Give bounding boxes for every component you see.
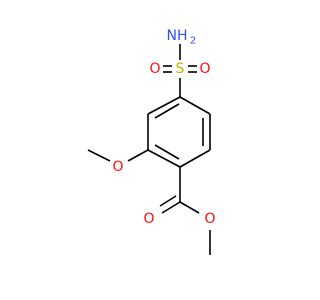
structural-formula: NH 2 S O O O O O bbox=[87, 28, 216, 255]
atom-methoxy-oxygen: O bbox=[112, 159, 123, 175]
ring-bond-c6-c1 bbox=[147, 96, 181, 115]
ring-double-bond-c6-c1 bbox=[154, 103, 180, 119]
ring-bond-c4-c5 bbox=[147, 149, 181, 168]
atom-amine-nitrogen: NH bbox=[167, 28, 188, 44]
atom-sulfonyl-oxygen-right: O bbox=[199, 61, 210, 77]
methoxy-group: O bbox=[87, 149, 149, 175]
ring-bond-c3-c4 bbox=[179, 149, 211, 168]
sulfonamide-group: NH 2 S O O bbox=[149, 28, 211, 97]
bond-o-methoxy-ch3 bbox=[87, 149, 111, 162]
bond-c5-o-methoxy bbox=[127, 149, 149, 162]
bond-carbonyl-c-o-double-2 bbox=[159, 195, 177, 207]
benzene-ring bbox=[147, 96, 211, 168]
bond-carbonyl-c-o-double-1 bbox=[161, 201, 181, 214]
atom-sulfonyl-oxygen-left: O bbox=[149, 61, 160, 77]
atom-amine-h-count: 2 bbox=[190, 36, 196, 47]
atom-ester-oxygen: O bbox=[204, 211, 215, 227]
methyl-ester-group: O O bbox=[143, 167, 216, 255]
bond-carbonyl-c-o-single bbox=[179, 201, 200, 214]
atom-sulfur: S bbox=[176, 61, 185, 77]
ring-double-bond-c4-c5 bbox=[154, 144, 180, 160]
ring-bond-c1-c2 bbox=[179, 96, 211, 115]
atom-carbonyl-oxygen: O bbox=[143, 211, 154, 227]
